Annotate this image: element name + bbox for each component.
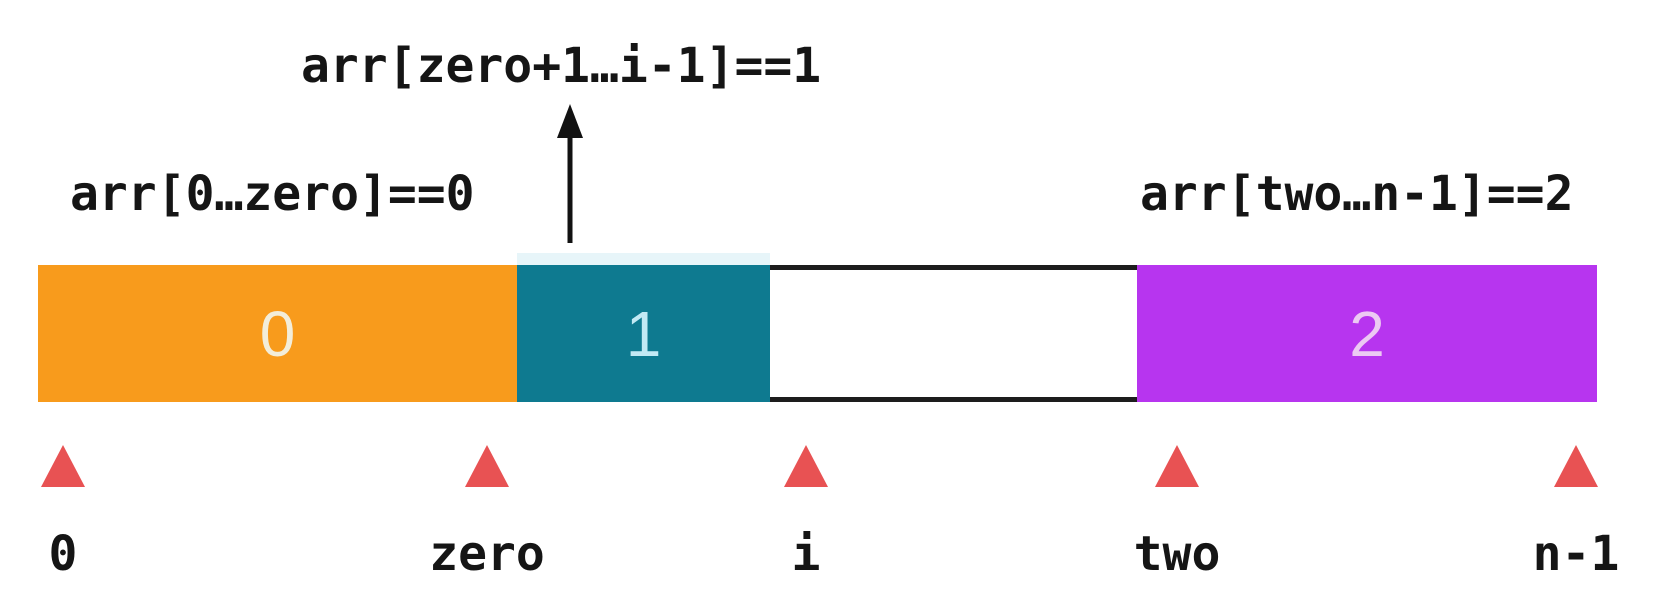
arrow-line [567,136,573,243]
pointer-0-label: 0 [48,526,78,582]
pointer-triangle-icon [784,445,828,487]
segment-ones-highlight [517,253,770,265]
annotation-ones-region: arr[zero+1…i-1]==1 [301,38,822,94]
pointer-triangle-icon [1155,445,1199,487]
segment-unknown [770,265,1137,402]
pointer-n-1-label: n-1 [1532,526,1620,582]
array-bar: 0 1 2 [38,253,1597,402]
segment-twos: 2 [1137,265,1597,402]
arrow-head-icon [557,104,583,138]
segment-twos-label: 2 [1349,297,1385,370]
segment-zeros-label: 0 [259,297,296,370]
annotation-zeros-region: arr[0…zero]==0 [70,166,475,222]
pointer-triangle-icon [41,445,85,487]
pointer-zero-label: zero [429,526,545,582]
pointer-triangle-icon [1554,445,1598,487]
annotation-twos-region: arr[two…n-1]==2 [1140,166,1574,222]
segment-ones-label: 1 [625,297,662,370]
pointer-two-label: two [1133,526,1221,582]
pointer-triangle-icon [465,445,509,487]
pointer-i-label: i [791,526,821,582]
segment-ones: 1 [517,253,770,402]
segment-zeros: 0 [38,265,517,402]
